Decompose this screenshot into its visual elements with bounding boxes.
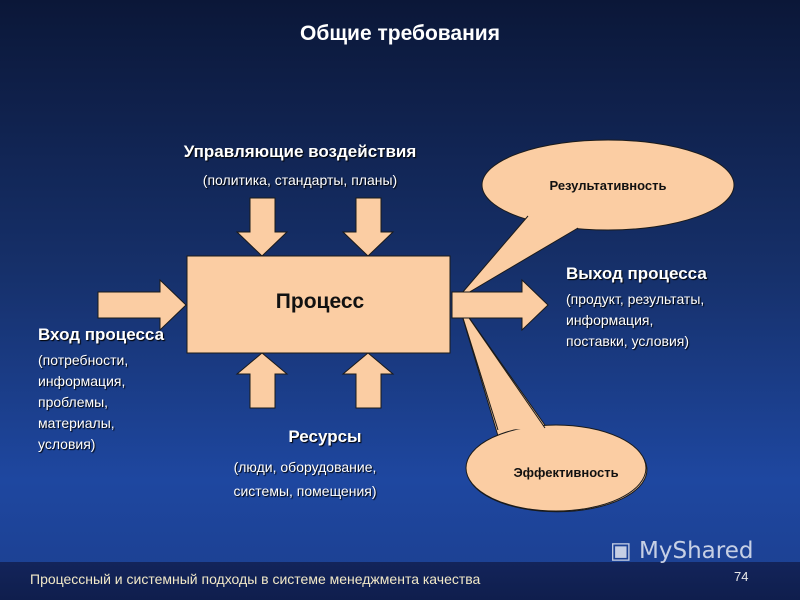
input-title: Вход процесса <box>38 325 165 344</box>
results-label: Результативность <box>549 178 667 193</box>
page-number: 74 <box>734 569 749 584</box>
input-line: (потребности, <box>38 352 129 368</box>
footer-text: Процессный и системный подходы в системе… <box>30 571 481 587</box>
process-box <box>186 255 451 354</box>
output-line: поставки, условия) <box>566 333 690 349</box>
input-arrow <box>97 278 187 332</box>
resources-line: (люди, оборудование, <box>233 459 377 475</box>
effectiveness-label: Эффективность <box>513 465 619 480</box>
watermark-logo: ▣ MyShared <box>610 538 753 564</box>
output-description: (продукт, результаты, информация, постав… <box>566 289 704 352</box>
output-title: Выход процесса <box>566 264 707 283</box>
footer-bar <box>0 562 800 600</box>
presentation-icon: ▣ <box>610 538 632 564</box>
resources-line: системы, помещения) <box>233 483 377 499</box>
input-line: материалы, <box>38 415 115 431</box>
control-arrow-left <box>235 197 289 257</box>
input-line: условия) <box>38 436 96 452</box>
results-bubble <box>481 139 735 231</box>
resource-arrow-left <box>235 352 289 409</box>
output-line: информация, <box>566 312 654 328</box>
control-arrow-right <box>341 197 395 257</box>
resource-arrow-right <box>341 352 395 409</box>
control-subtitle: (политика, стандарты, планы) <box>202 172 398 188</box>
output-arrow <box>451 278 549 332</box>
slide-title: Общие требования <box>300 22 500 45</box>
input-line: информация, <box>38 373 126 389</box>
process-label: Процесс <box>275 290 365 313</box>
resources-description: (люди, оборудование, системы, помещения) <box>200 455 410 503</box>
output-line: (продукт, результаты, <box>566 291 705 307</box>
input-description: (потребности, информация, проблемы, мате… <box>38 350 128 455</box>
watermark-text: MyShared <box>639 538 754 564</box>
input-line: проблемы, <box>38 394 109 410</box>
control-title: Управляющие воздействия <box>183 142 417 161</box>
resources-title: Ресурсы <box>288 427 362 446</box>
